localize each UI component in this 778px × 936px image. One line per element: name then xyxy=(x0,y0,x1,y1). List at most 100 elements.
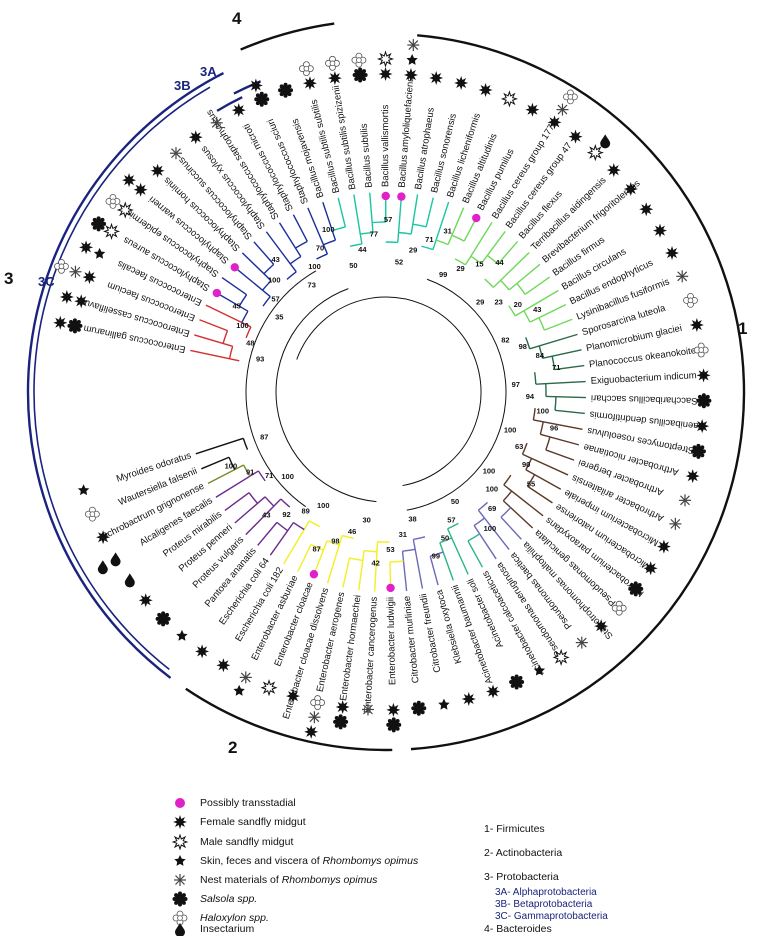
drop-icon xyxy=(170,922,190,936)
bootstrap-value: 50 xyxy=(349,261,357,270)
bootstrap-value: 42 xyxy=(371,559,379,568)
phylogenetic-tree: 1 2 3 4 3A 3B 3C Enterococcus gallinarum… xyxy=(0,0,778,780)
black-star-icon xyxy=(594,619,608,633)
leaf-branch xyxy=(542,350,581,358)
clade-connector xyxy=(555,397,556,411)
black-star-icon xyxy=(195,644,209,658)
subgroup-3a-number: 3A xyxy=(200,64,217,79)
bootstrap-value: 20 xyxy=(514,300,522,309)
black-star-icon xyxy=(404,68,418,82)
bootstrap-value: 57 xyxy=(447,515,455,524)
drop-icon xyxy=(98,560,108,574)
leaf-branch xyxy=(527,486,552,503)
clade-connector xyxy=(421,246,433,249)
black-star-icon xyxy=(96,530,110,544)
black-star-icon xyxy=(249,78,263,92)
bootstrap-value: 43 xyxy=(533,305,541,314)
legend-row-male-midgut: Male sandfly midgut xyxy=(170,833,293,851)
black-star-icon xyxy=(429,71,443,85)
bootstrap-value: 69 xyxy=(488,504,496,513)
phylum-1-number: 1 xyxy=(738,319,747,338)
black-star-icon xyxy=(639,202,653,216)
legend-row-transstadial: Possibly transstadial xyxy=(170,794,296,812)
leaf-branch xyxy=(199,320,227,331)
black-star-icon xyxy=(151,164,165,178)
group-2-label: 2- Actinobacteria xyxy=(484,847,562,859)
leaf-branch xyxy=(504,485,543,516)
leaf-branch xyxy=(323,202,336,240)
leaf-branch xyxy=(258,522,277,545)
group-4-label: 4- Bacteroides xyxy=(484,926,552,932)
black-star-icon xyxy=(657,540,671,554)
clade-connector xyxy=(287,272,296,280)
black-star-icon xyxy=(82,270,96,284)
clade-connector xyxy=(478,502,487,510)
black-star-icon xyxy=(379,67,393,81)
clade-connector xyxy=(504,475,511,485)
bootstrap-value: 100 xyxy=(268,275,281,284)
leaf-branch xyxy=(196,438,244,453)
taxon-label: Bacillus amyloliquefaciens xyxy=(397,76,417,188)
asterisk-star-icon xyxy=(240,671,252,683)
black-star-icon xyxy=(328,71,342,85)
clade-connector xyxy=(485,279,494,287)
clade-connector xyxy=(413,224,426,227)
bootstrap-value: 100 xyxy=(504,426,517,435)
bootstrap-value: 52 xyxy=(395,258,403,267)
bootstrap-value: 87 xyxy=(313,544,321,553)
legend-label: Nest materials of Rhombomys opimus xyxy=(200,874,377,886)
asterisk-star-icon xyxy=(576,637,588,649)
bootstrap-value: 82 xyxy=(501,336,509,345)
clade-connector xyxy=(402,549,415,551)
magenta-dot-icon xyxy=(170,797,190,809)
asterisk-star-icon xyxy=(69,266,81,278)
leaf-branch xyxy=(465,222,491,264)
legend-label: Insectarium xyxy=(200,923,254,935)
black-star-icon xyxy=(170,814,190,830)
leaf-branch xyxy=(280,223,301,257)
bootstrap-value: 71 xyxy=(265,471,273,480)
asterisk-star-icon xyxy=(407,39,419,51)
black-star-icon xyxy=(665,246,679,260)
clade-connector xyxy=(263,297,270,307)
outline-star-icon xyxy=(262,681,276,695)
clade-connector xyxy=(277,522,288,530)
bootstrap-value: 55 xyxy=(527,479,535,488)
group-3b-label: 3B- Betaprotobacteria xyxy=(495,899,592,910)
bootstrap-value: 100 xyxy=(236,321,249,330)
taxon-label: Bacillus vallismortis xyxy=(380,104,391,187)
flower-outline-icon xyxy=(85,507,99,521)
taxon-label: Enterobacter cancerogenus xyxy=(362,596,380,713)
black-star-icon xyxy=(690,318,704,332)
bootstrap-value: 91 xyxy=(246,468,254,477)
clade-connector xyxy=(265,497,274,506)
bootstrap-value: 43 xyxy=(262,511,270,520)
clade-connector xyxy=(452,235,464,241)
asterisk-star-icon xyxy=(556,104,568,116)
flower-outline-icon xyxy=(299,62,313,76)
scalloped-circle-icon xyxy=(353,68,368,83)
black-star-icon xyxy=(216,658,230,672)
arc-bacteroides xyxy=(241,24,335,50)
small-star-icon xyxy=(233,685,244,696)
legend: Possibly transstadial Female sandfly mid… xyxy=(0,780,778,932)
bootstrap-value: 98 xyxy=(519,342,527,351)
bootstrap-value: 43 xyxy=(271,255,279,264)
subgroup-3c-number: 3C xyxy=(38,274,55,289)
magenta-dot-icon xyxy=(213,289,221,297)
scalloped-circle-icon xyxy=(696,393,711,408)
bootstrap-value: 100 xyxy=(322,225,335,234)
bootstrap-value: 77 xyxy=(370,229,378,238)
bootstrap-value: 100 xyxy=(483,466,496,475)
leaf-branch xyxy=(343,558,349,587)
bootstrap-value: 29 xyxy=(409,246,417,255)
black-star-icon xyxy=(525,103,539,117)
legend-label: Skin, feces and viscera of Rhombomys opi… xyxy=(200,855,418,867)
black-star-icon xyxy=(486,684,500,698)
legend-row-skin-feces: Skin, feces and viscera of Rhombomys opi… xyxy=(170,852,418,870)
outline-star-icon xyxy=(502,92,516,106)
leaf-branch xyxy=(530,334,578,348)
outline-star-icon xyxy=(554,650,568,664)
leaf-branch xyxy=(266,232,296,272)
drop-icon xyxy=(125,573,135,587)
